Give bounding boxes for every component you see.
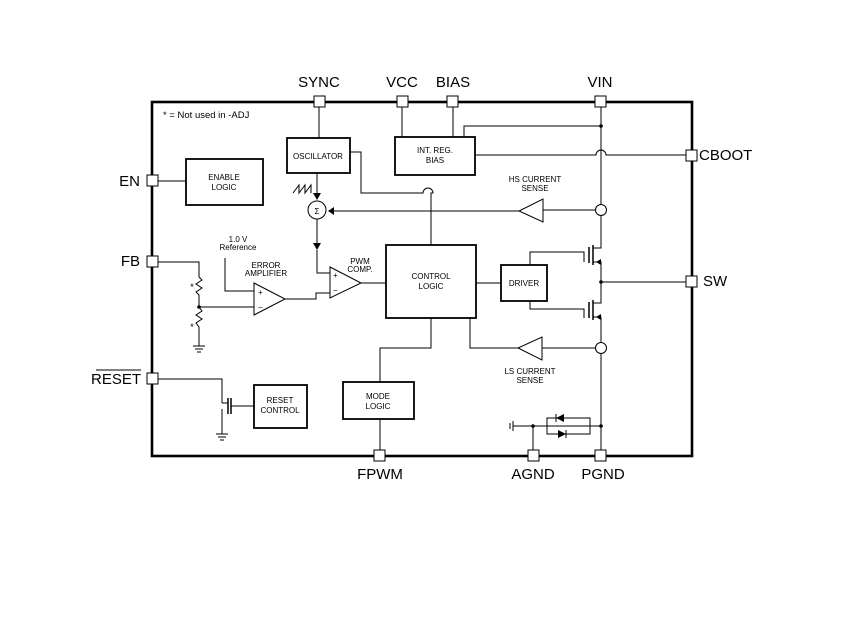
fb-pin-label: FB (121, 253, 140, 270)
sw-pin-pad (685, 275, 698, 288)
vin-pin-label: VIN (587, 74, 612, 91)
control-label-line1: CONTROL (411, 272, 451, 281)
pgnd-pin-label: PGND (581, 466, 625, 483)
adj-note: * = Not used in -ADJ (163, 110, 250, 121)
enable-logic-block: ENABLE LOGIC (185, 158, 264, 206)
reset-pin-label: RESET (91, 371, 141, 388)
bias-pin-pad (446, 95, 459, 108)
pgnd-pin-pad (594, 449, 607, 462)
reference-label-line1: 1.0 V (229, 235, 248, 244)
int-reg-label-line1: INT. REG. (417, 146, 453, 155)
oscillator-block: OSCILLATOR (286, 137, 351, 174)
vcc-pin-pad (396, 95, 409, 108)
control-label-line2: LOGIC (419, 282, 444, 291)
cboot-pin-label: CBOOT (699, 147, 752, 164)
reset-control-label-line1: RESET (267, 396, 294, 405)
summing-node: Σ (307, 200, 327, 220)
pwm-plus-sign: + (333, 271, 338, 280)
sigma-symbol: Σ (315, 207, 320, 216)
fb-pin-pad (146, 255, 159, 268)
sync-pin-pad (313, 95, 326, 108)
ls-current-sense-amp (516, 336, 543, 361)
driver-block: DRIVER (500, 264, 548, 302)
en-pin-pad (146, 174, 159, 187)
ls-sense-label-line2: SENSE (516, 376, 543, 385)
vcc-pin-label: VCC (386, 74, 418, 91)
fb-resistor-star-top: * (190, 282, 194, 293)
sync-pin-label: SYNC (298, 74, 340, 91)
fpwm-pin-label: FPWM (357, 466, 403, 483)
reset-control-label-line2: CONTROL (260, 406, 300, 415)
error-amp-plus-sign: + (258, 288, 263, 297)
pwm-label-line1: PWM (350, 257, 370, 266)
fb-resistor-star-bottom: * (190, 322, 194, 333)
wiring (158, 107, 686, 450)
error-amplifier: + − (253, 282, 287, 316)
mode-label-line2: LOGIC (366, 402, 391, 411)
bias-pin-label: BIAS (436, 74, 470, 91)
agnd-pin-label: AGND (511, 466, 555, 483)
oscillator-label: OSCILLATOR (293, 152, 343, 161)
reset-control-block: RESET CONTROL (253, 384, 308, 429)
fpwm-pin-pad (373, 449, 386, 462)
driver-label: DRIVER (509, 279, 539, 288)
sw-pin-label: SW (703, 273, 728, 290)
ls-sense-label-line1: LS CURRENT (504, 367, 555, 376)
hs-sense-circle (595, 204, 607, 216)
pwm-minus-sign: − (333, 286, 338, 295)
vin-pin-pad (594, 95, 607, 108)
ls-sense-circle (595, 342, 607, 354)
pwm-label-line2: COMP. (347, 265, 372, 274)
enable-label-line1: ENABLE (208, 173, 240, 182)
cboot-pin-pad (685, 149, 698, 162)
hs-sense-label-line1: HS CURRENT (509, 175, 562, 184)
mode-label-line1: MODE (366, 392, 390, 401)
enable-label-line2: LOGIC (212, 183, 237, 192)
pwm-comparator: + − (329, 266, 363, 299)
reset-pin-pad (146, 372, 159, 385)
agnd-pin-pad (527, 449, 540, 462)
hs-sense-label-line2: SENSE (521, 184, 548, 193)
int-reg-bias-block: INT. REG. BIAS (394, 136, 476, 176)
int-reg-label-line2: BIAS (426, 156, 444, 165)
error-amp-label-line1: ERROR (252, 261, 281, 270)
mode-logic-block: MODE LOGIC (342, 381, 415, 420)
control-logic-block: CONTROL LOGIC (385, 244, 477, 319)
error-amp-label-line2: AMPLIFIER (245, 269, 287, 278)
en-pin-label: EN (119, 173, 140, 190)
hs-current-sense-amp (517, 198, 544, 223)
error-amp-minus-sign: − (258, 303, 263, 312)
reference-label-line2: Reference (220, 243, 257, 252)
